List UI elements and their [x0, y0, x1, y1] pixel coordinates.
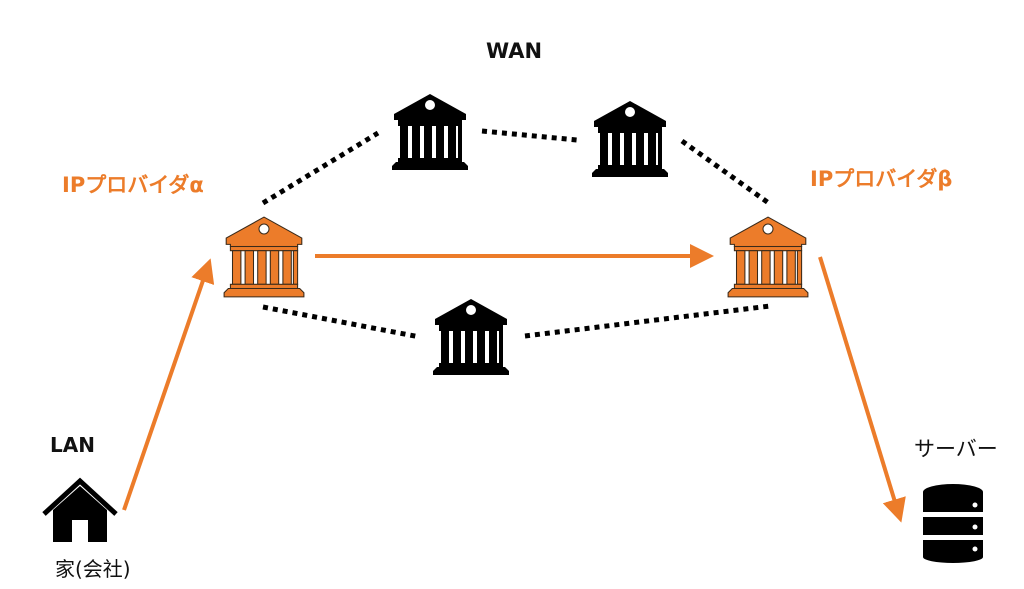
- database-server-icon: [923, 484, 983, 563]
- wan-bottom-building-icon: [433, 299, 509, 375]
- lan-label: LAN: [50, 433, 95, 457]
- link-alpha-to-wan-bottom: [262, 304, 421, 340]
- home-label: 家(会社): [55, 557, 131, 581]
- link-alpha-to-wan-top-left: [261, 130, 380, 206]
- wan-top-right-building-icon: [592, 101, 668, 177]
- arrow-beta-to-server: [818, 256, 906, 523]
- arrow-home-to-alpha: [122, 258, 215, 511]
- provider-alpha-label: IPプロバイダα: [62, 173, 204, 197]
- provider-alpha-building-icon: [223, 216, 305, 298]
- link-wan-bottom-to-beta: [524, 303, 771, 339]
- link-wan-top-left-to-top-right: [481, 128, 578, 143]
- wan-label: WAN: [486, 39, 542, 63]
- route-arrows: [122, 244, 906, 523]
- wan-links: [261, 128, 772, 340]
- provider-beta-building-icon: [727, 216, 809, 298]
- provider-beta-label: IPプロバイダβ: [810, 167, 952, 191]
- wan-top-left-building-icon: [392, 94, 468, 170]
- server-label: サーバー: [914, 437, 998, 461]
- house-icon: [42, 477, 118, 542]
- link-wan-top-right-to-beta: [680, 138, 772, 207]
